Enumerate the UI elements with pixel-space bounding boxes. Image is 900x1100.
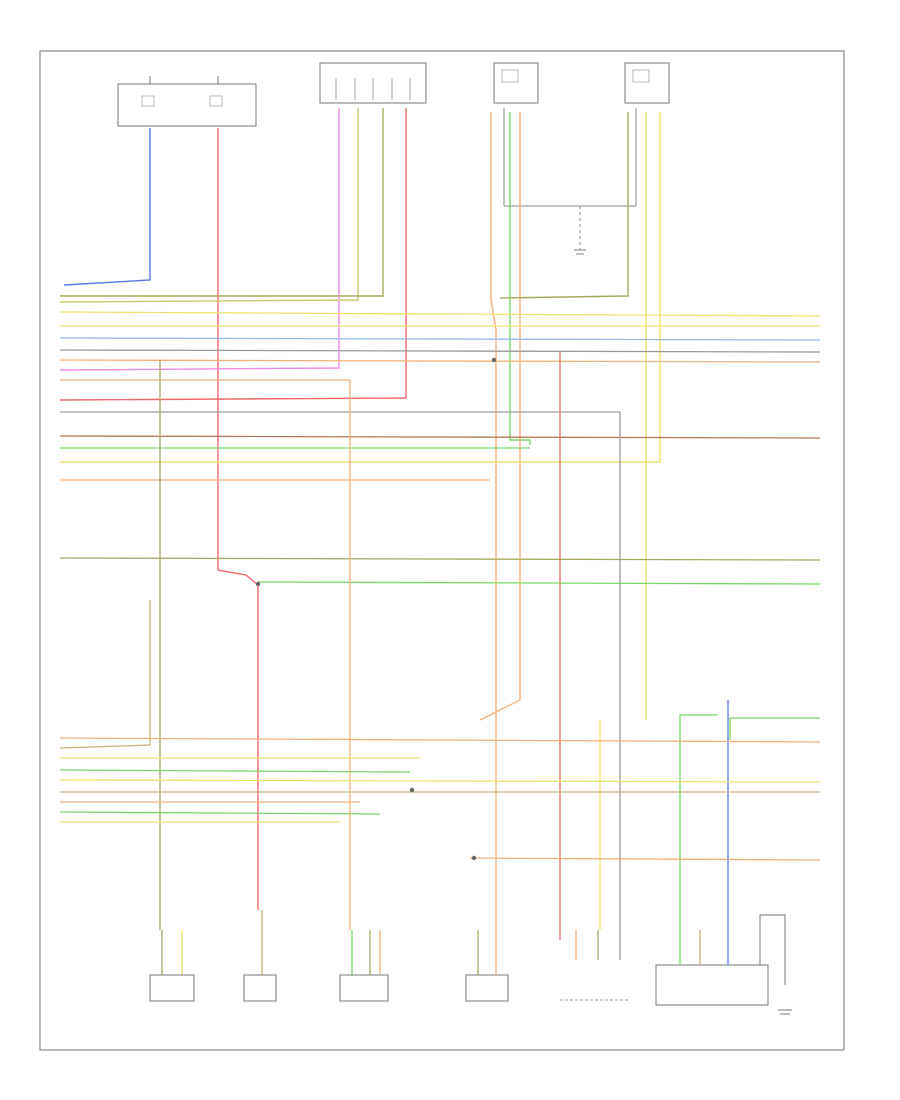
bottom-component-3 <box>339 930 389 1002</box>
bottom-component-5 <box>560 930 630 1001</box>
diagram-frame <box>39 50 845 1051</box>
bottom-component-2 <box>243 910 277 1002</box>
battery-distribution-box <box>117 76 257 127</box>
connector-block-top <box>319 62 427 104</box>
relay-right <box>624 62 670 104</box>
splice-points <box>255 357 497 861</box>
bottom-component-1 <box>149 930 195 1002</box>
lower-horizontal-buses <box>59 717 821 861</box>
lower-vertical-wires <box>59 352 729 940</box>
bottom-component-4 <box>465 930 509 1002</box>
upper-horizontal-buses <box>59 311 821 585</box>
bottom-component-6 <box>655 914 792 1015</box>
top-vertical-wires <box>59 108 661 910</box>
relay-left <box>493 62 539 104</box>
relay-ground-bus <box>503 108 637 255</box>
